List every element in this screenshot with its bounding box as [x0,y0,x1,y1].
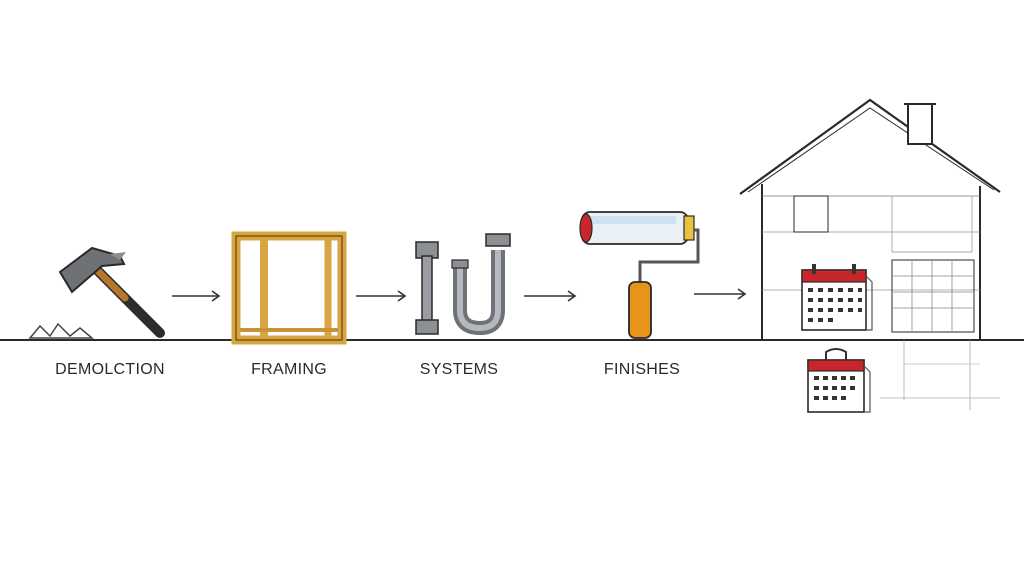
calendar-icon-2 [807,348,871,413]
stage-label-framing: FRAMING [251,361,327,378]
arrow-4 [694,288,747,300]
hammer-icon [28,246,165,339]
calendar-icon [801,264,873,331]
stage-label-finishes: FINISHES [603,361,681,378]
arrow-3 [524,290,577,302]
arrow-2 [356,290,407,302]
house-sketch-icon [739,98,1001,410]
arrow-1 [172,290,221,302]
plumbing-pipes-icon [415,233,511,336]
paint-roller-icon [579,211,700,339]
wood-frame-icon [231,231,347,345]
stage-label-demolition: DEMOLCTION [55,361,165,378]
stage-label-systems: SYSTEMS [419,361,499,378]
